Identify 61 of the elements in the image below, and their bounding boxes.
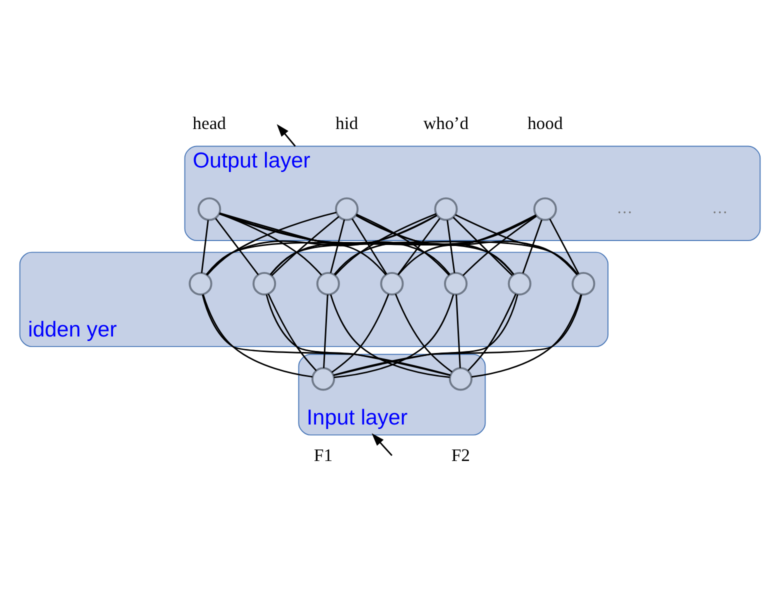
connector: [202, 294, 313, 378]
connector: [397, 217, 440, 275]
connector: [200, 220, 209, 273]
node-circle: [434, 196, 458, 220]
connector: [219, 212, 578, 274]
node-label: hid: [336, 112, 358, 132]
label: …: [712, 199, 728, 216]
node-label: F1: [314, 444, 333, 464]
connector: [268, 293, 317, 371]
cluster: Input layer: [298, 353, 486, 435]
connector: [219, 212, 386, 275]
connector: [549, 218, 580, 274]
connector: [330, 219, 346, 273]
connector: [394, 293, 453, 372]
arrow: [372, 432, 392, 456]
node-circle: [380, 271, 404, 296]
connector: [334, 212, 436, 276]
connector: [331, 293, 390, 372]
node-label: head: [192, 112, 226, 132]
connector: [219, 212, 322, 276]
node-circle: [335, 196, 359, 220]
node-circle: [198, 196, 222, 220]
label: …: [616, 199, 632, 216]
node-label: who’d: [423, 112, 469, 132]
connector: [271, 215, 340, 276]
connector: [323, 294, 328, 368]
connector: [356, 214, 514, 275]
connector: [333, 294, 582, 376]
connector: [352, 218, 388, 274]
connector: [215, 217, 259, 275]
connector: [446, 220, 456, 273]
connector: [356, 214, 578, 274]
node-circle: [252, 271, 276, 296]
connector: [334, 294, 518, 376]
node-label: hood: [527, 112, 563, 132]
connector: [455, 214, 578, 275]
node-circle: [444, 271, 468, 296]
connector: [356, 213, 450, 276]
connector: [206, 211, 337, 276]
connector: [471, 294, 582, 378]
node-circle: [311, 366, 336, 390]
connector: [202, 294, 451, 376]
arrow: [276, 124, 296, 146]
connector: [462, 214, 537, 276]
node-circle: [188, 271, 212, 296]
node-circle: [533, 196, 557, 220]
node-circle: [448, 366, 472, 390]
connector: [456, 294, 461, 368]
connector: [270, 214, 438, 275]
connector: [266, 294, 450, 376]
node-circle: [316, 271, 340, 296]
node-label: F2: [451, 444, 470, 464]
connector: [522, 219, 542, 273]
connector: [334, 214, 536, 274]
connector: [468, 293, 516, 371]
node-circle: [572, 271, 596, 296]
node-circle: [508, 271, 532, 296]
connector: [398, 214, 536, 275]
cluster: idden yer: [19, 251, 608, 347]
connector: [270, 214, 536, 275]
connector: [452, 216, 513, 276]
